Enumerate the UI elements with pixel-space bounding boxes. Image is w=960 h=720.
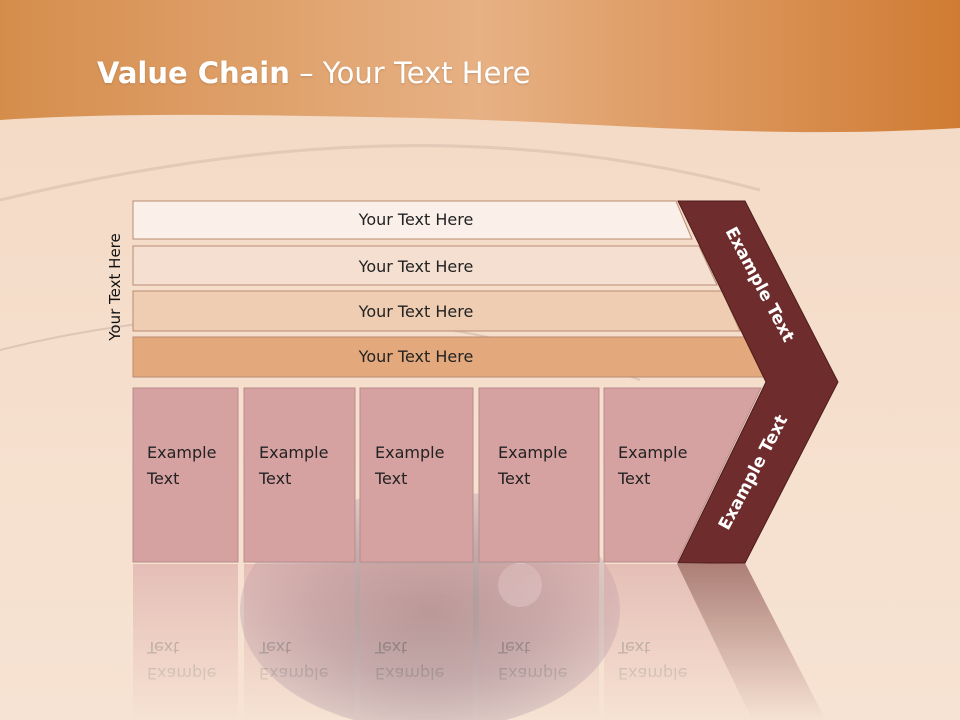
- support-bar-4: Your Text Here: [132, 336, 765, 378]
- support-bar-2-label: Your Text Here: [358, 257, 474, 276]
- activity-box-2-line2: Text: [258, 469, 291, 488]
- activity-box-2-line1: Example: [259, 443, 328, 462]
- support-bar-3-shape: [132, 290, 741, 332]
- slide-title: Value Chain – Your Text Here: [97, 56, 531, 90]
- reflection-text-4b: Text: [497, 638, 530, 657]
- activity-box-5-shape: [603, 387, 762, 563]
- activity-box-4-line1: Example: [498, 443, 567, 462]
- activity-box-3-line1: Example: [375, 443, 444, 462]
- support-bar-1: Your Text Here: [132, 200, 693, 240]
- support-bar-1-shape: [132, 200, 693, 240]
- reflection-chevron: [677, 563, 826, 720]
- activity-box-1-line1: Example: [147, 443, 216, 462]
- activity-box-2-shape: [243, 387, 356, 563]
- support-bar-2: Your Text Here: [132, 245, 718, 286]
- reflection: Example Text Example Text Example Text E…: [133, 563, 826, 720]
- activity-box-3-line2: Text: [374, 469, 407, 488]
- reflection-text-5a: Example: [618, 664, 687, 683]
- activity-box-5: Example Text: [603, 387, 762, 563]
- reflection-text-1b: Text: [146, 638, 179, 657]
- support-bar-2-shape: [132, 245, 718, 286]
- activity-box-1-line2: Text: [146, 469, 179, 488]
- support-bar-4-label: Your Text Here: [358, 347, 474, 366]
- reflection-box-1: [133, 564, 238, 720]
- reflection-box-5: [604, 564, 753, 720]
- reflection-text-3a: Example: [375, 664, 444, 683]
- reflection-box-3: [360, 564, 473, 720]
- activity-box-4-line2: Text: [497, 469, 530, 488]
- activity-box-5-line2: Text: [617, 469, 650, 488]
- activity-box-4-shape: [478, 387, 600, 563]
- activity-box-1: Example Text: [132, 387, 239, 563]
- reflection-text-5b: Text: [617, 638, 650, 657]
- support-bar-3: Your Text Here: [132, 290, 741, 332]
- reflection-text-3b: Text: [374, 638, 407, 657]
- support-bar-1-label: Your Text Here: [358, 210, 474, 229]
- reflection-box-2: [244, 564, 355, 720]
- activity-box-5-line1: Example: [618, 443, 687, 462]
- support-bar-3-label: Your Text Here: [358, 302, 474, 321]
- reflection-text-2b: Text: [258, 638, 291, 657]
- reflection-text-4a: Example: [498, 664, 567, 683]
- activity-box-2: Example Text: [243, 387, 356, 563]
- activity-box-1-shape: [132, 387, 239, 563]
- activity-box-3: Example Text: [359, 387, 474, 563]
- activity-box-4: Example Text: [478, 387, 600, 563]
- activity-box-3-shape: [359, 387, 474, 563]
- title-rest: – Your Text Here: [289, 56, 531, 90]
- title-bold: Value Chain: [97, 56, 290, 90]
- reflection-text-2a: Example: [259, 664, 328, 683]
- reflection-box-4: [479, 564, 599, 720]
- reflection-text-1a: Example: [147, 664, 216, 683]
